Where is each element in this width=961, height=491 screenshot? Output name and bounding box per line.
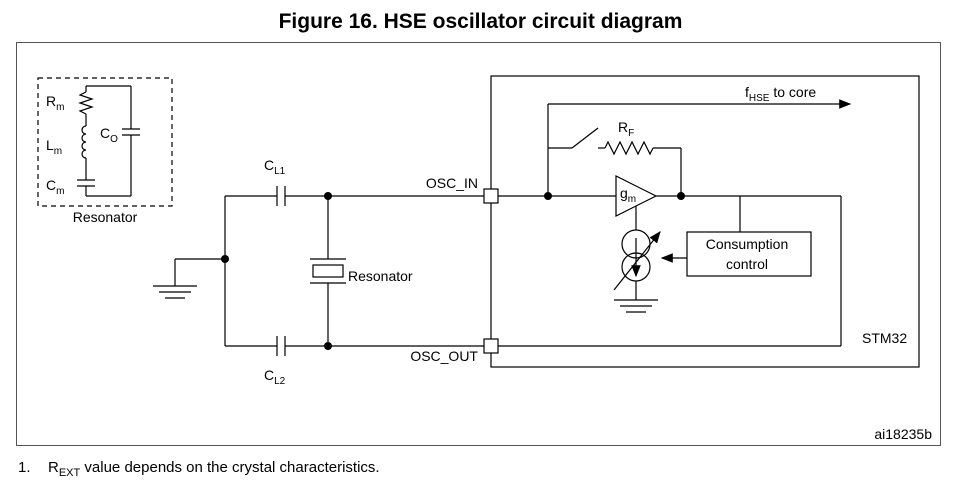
rf-switch <box>571 127 599 149</box>
rm-resistor-symbol <box>78 91 94 115</box>
figure-id-code: ai18235b <box>874 426 932 442</box>
stm32-chip-box <box>490 75 920 368</box>
lm-label: Lm <box>46 137 62 157</box>
junction-dot <box>324 342 332 350</box>
osc-out-label: OSC_OUT <box>410 348 478 364</box>
figure-title: Figure 16. HSE oscillator circuit diagra… <box>278 10 683 33</box>
resonator-model-box <box>37 77 173 207</box>
lm-inductor-symbol <box>81 125 87 159</box>
cl1-label: CL1 <box>264 157 286 177</box>
osc-out-pin <box>483 338 499 354</box>
consumption-control-label-2: control <box>726 256 768 272</box>
rf-resistor-symbol <box>604 140 654 156</box>
resonator-label: Resonator <box>348 268 413 284</box>
footnote-r-symbol: R <box>48 459 59 476</box>
footnote: 1. REXT value depends on the crystal char… <box>18 459 380 479</box>
junction-dot <box>677 192 685 200</box>
gm-label: gm <box>620 185 636 205</box>
junction-dot <box>544 192 552 200</box>
rf-label: RF <box>618 119 634 139</box>
osc-in-pin <box>483 188 499 204</box>
consumption-control-box <box>686 231 812 277</box>
footnote-number: 1. <box>18 459 31 476</box>
cl2-label: CL2 <box>264 367 286 387</box>
crystal-body <box>312 264 344 278</box>
variable-source-arrow <box>613 231 661 291</box>
resonator-model-label: Resonator <box>73 209 138 225</box>
diagram-frame <box>16 42 941 446</box>
consumption-control-label-1: Consumption <box>706 236 789 252</box>
junction-dot <box>221 255 229 263</box>
rm-label: Rm <box>46 93 64 113</box>
footnote-r-subscript: EXT <box>58 467 81 479</box>
junction-dot <box>324 192 332 200</box>
cm-label: Cm <box>46 177 64 197</box>
footnote-text: value depends on the crystal characteris… <box>80 459 380 476</box>
co-label: CO <box>100 125 118 145</box>
stm32-label: STM32 <box>862 330 907 346</box>
osc-in-label: OSC_IN <box>426 175 478 191</box>
fhse-label: fHSE to core <box>745 84 816 104</box>
